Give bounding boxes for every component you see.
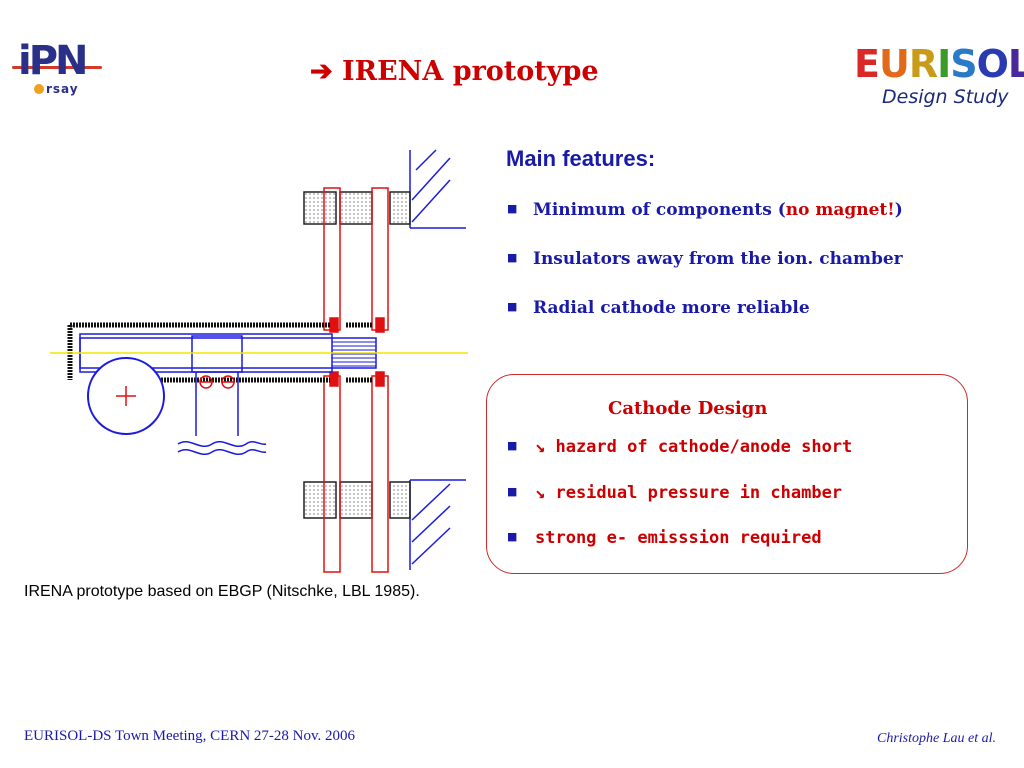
extraction-grid [332,341,376,367]
vacuum-wall [409,149,466,570]
red-electrodes [323,187,389,573]
eurisol-letter: E [854,42,880,86]
eurisol-letter: S [950,42,977,86]
feature-text: Insulators away from the ion. chamber [533,249,903,269]
square-bullet-icon: ■ [507,530,518,543]
square-bullet-icon: ■ [507,300,518,313]
eurisol-letter: I [937,42,951,86]
cathode-item: ■ ↘ residual pressure in chamber [507,483,842,503]
cathode-item: ■ ↘ hazard of cathode/anode short [507,437,852,457]
eurisol-subtitle: Design Study [882,86,1009,108]
cathode-item: ■ strong e- emisssion required [507,528,822,548]
square-bullet-icon: ■ [507,251,518,264]
slide-title: ➔ IRENA prototype [310,56,599,87]
features-heading: Main features: [506,146,656,171]
cathode-item-text: strong e- emisssion required [535,528,822,548]
footer-event: EURISOL-DS Town Meeting, CERN 27-28 Nov.… [24,728,356,744]
ipn-logo-subtext: rsay [46,82,79,96]
cathode-heading: Cathode Design [608,398,768,419]
square-bullet-icon: ■ [507,485,518,498]
cathode-item-text: ↘ hazard of cathode/anode short [535,437,853,457]
feature-text: Minimum of components ( [533,200,786,220]
logo-dot [34,84,44,94]
cathode-item-text: ↘ residual pressure in chamber [535,483,843,503]
square-bullet-icon: ■ [507,202,518,215]
eurisol-letter: U [878,42,910,86]
eurisol-logo: EURISOL Design Study [846,38,1024,114]
square-bullet-icon: ■ [507,439,518,452]
footer-author: Christophe Lau et al. [876,731,996,746]
feature-item: ■ Insulators away from the ion. chamber [507,249,903,269]
ipn-logo-text: iPN [18,38,88,84]
eurisol-wordmark: EURISOL [854,42,1024,86]
eurisol-letter: O [976,42,1009,86]
feature-highlight: no magnet! [785,200,895,220]
eurisol-letter: L [1007,42,1024,86]
ipn-orsay-logo: iPN rsay [12,38,112,102]
insulator-blocks [303,191,411,519]
feature-text: Radial cathode more reliable [533,298,810,318]
feature-text-end: ) [894,200,903,220]
cathode-feedthrough [177,372,267,455]
irena-prototype-diagram [50,149,468,573]
logo-swoosh [12,66,102,69]
figure-caption: IRENA prototype based on EBGP (Nitschke,… [24,583,420,600]
eurisol-letter: R [908,42,938,86]
feature-item: ■ Minimum of components (no magnet!) [507,200,903,220]
feature-item: ■ Radial cathode more reliable [507,298,810,318]
cathode-design-box [486,374,968,574]
cathode-terminals [199,375,235,389]
